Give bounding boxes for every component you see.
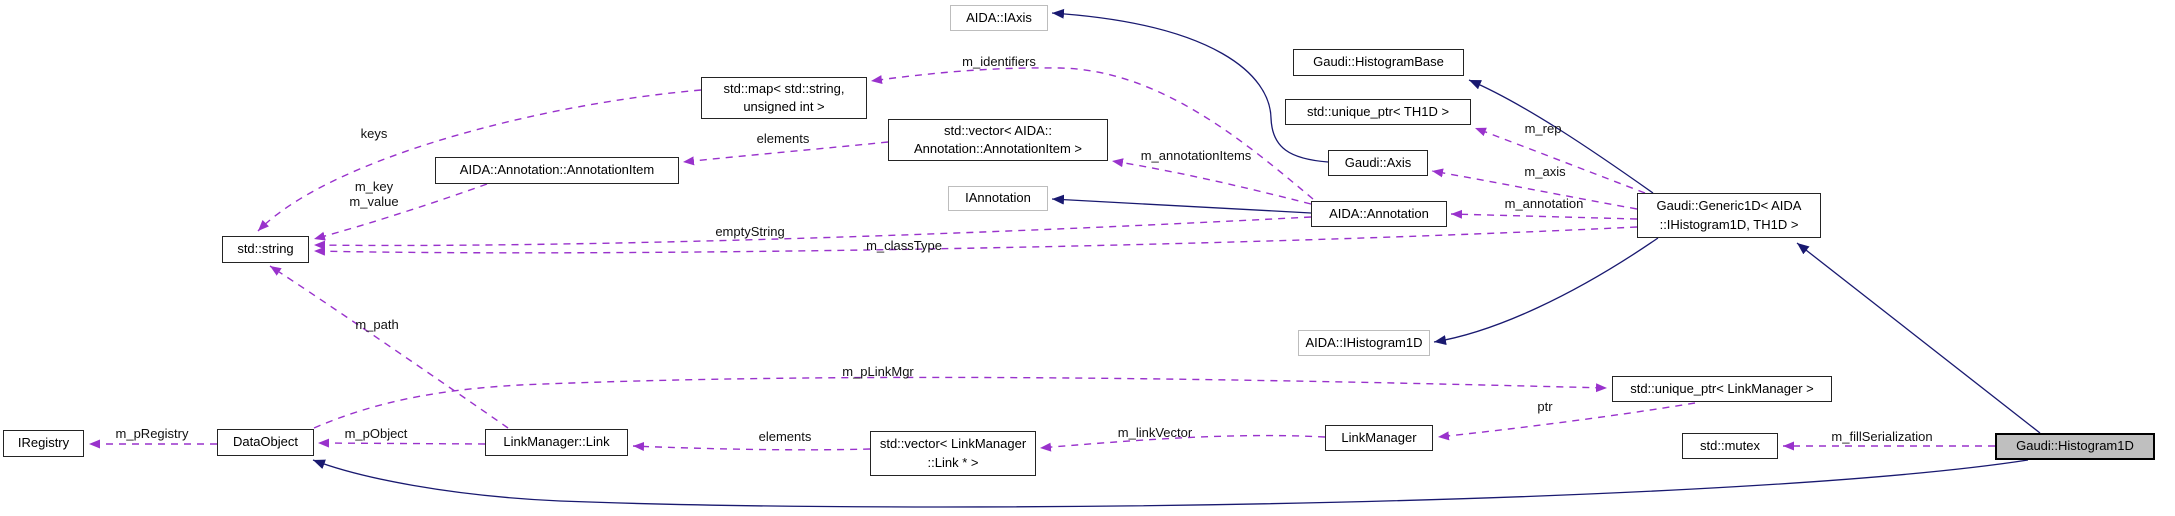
- class-node-aida-ihistogram1d: AIDA::IHistogram1D: [1298, 330, 1430, 356]
- class-node-aida-annotation[interactable]: AIDA::Annotation: [1311, 201, 1447, 227]
- class-node-iregistry[interactable]: IRegistry: [3, 430, 84, 457]
- edge-inheritance-gaudiaxis-to-iaxis: [1051, 8, 1329, 163]
- edge-label-ptr: ptr: [1537, 399, 1553, 414]
- edge-usage-m-pobject: [317, 438, 486, 448]
- class-node-dataobject[interactable]: DataObject: [217, 429, 314, 456]
- edge-usage-m-annotationitems: [1111, 158, 1312, 205]
- edge-usage-m-classtype: [313, 226, 1638, 256]
- edge-label-m-key-m-value: m_key m_value: [349, 179, 399, 209]
- edge-label-m-classtype: m_classType: [866, 238, 942, 253]
- class-node-gaudi-histogram1d-main: Gaudi::Histogram1D: [1995, 433, 2155, 460]
- edge-inheritance-histogram1d-to-dataobject: [312, 459, 2029, 508]
- class-node-std-unique-ptr-th1d[interactable]: std::unique_ptr< TH1D >: [1285, 99, 1471, 125]
- edge-label-m-pobject: m_pObject: [344, 426, 408, 441]
- edge-inheritance-generic1d-to-histogrambase: [1468, 79, 1654, 194]
- edge-label-m-axis: m_axis: [1524, 164, 1566, 179]
- class-node-std-mutex[interactable]: std::mutex: [1682, 433, 1778, 459]
- edge-label-m-linkvector: m_linkVector: [1117, 425, 1193, 440]
- edge-label-emptystring: emptyString: [715, 224, 785, 239]
- class-node-annotation-item[interactable]: AIDA::Annotation::AnnotationItem: [435, 157, 679, 184]
- edge-usage-m-plinkmgr: [313, 376, 1608, 429]
- edge-usage-keys: [257, 89, 702, 232]
- edge-inheritance-histogram1d-to-generic1d: [1796, 242, 2041, 434]
- class-node-std-vector-annotation-item[interactable]: std::vector< AIDA:: Annotation::Annotati…: [888, 119, 1108, 161]
- edge-label-m-pregistry: m_pRegistry: [115, 426, 189, 441]
- edge-label-m-identifiers: m_identifiers: [962, 54, 1036, 69]
- class-node-std-string[interactable]: std::string: [222, 236, 309, 263]
- edge-usage-m-identifiers: [870, 67, 1314, 200]
- edge-usage-elements-link: [632, 441, 871, 451]
- class-node-std-unique-ptr-linkmanager[interactable]: std::unique_ptr< LinkManager >: [1612, 376, 1832, 402]
- class-node-gaudi-histogram-base[interactable]: Gaudi::HistogramBase: [1293, 49, 1464, 76]
- class-node-linkmanager-link[interactable]: LinkManager::Link: [485, 429, 628, 456]
- edge-usage-m-rep: [1474, 127, 1646, 194]
- edge-label-m-fillserialization: m_fillSerialization: [1831, 429, 1933, 444]
- class-node-std-vector-link[interactable]: std::vector< LinkManager ::Link * >: [870, 431, 1036, 476]
- edge-label-elements-top: elements: [756, 131, 810, 146]
- class-node-aida-iaxis: AIDA::IAxis: [950, 5, 1048, 31]
- edge-usage-m-linkvector: [1039, 434, 1326, 452]
- edge-label-m-path: m_path: [355, 317, 399, 332]
- edge-usage-emptystring: [313, 216, 1312, 250]
- edge-label-m-annotationitems: m_annotationItems: [1140, 148, 1252, 163]
- edge-label-m-rep: m_rep: [1524, 121, 1562, 136]
- class-node-gaudi-axis[interactable]: Gaudi::Axis: [1328, 150, 1428, 176]
- edge-inheritance-annotation-to-iannotation: [1051, 194, 1312, 214]
- edge-usage-m-annotation: [1450, 209, 1638, 220]
- edge-inheritance-generic1d-to-ihistogram1d: [1433, 237, 1659, 345]
- edge-usage-ptr: [1437, 402, 1696, 441]
- edge-label-elements-bottom: elements: [758, 429, 812, 444]
- class-node-iannotation: IAnnotation: [948, 186, 1048, 211]
- edge-label-m-plinkmgr: m_pLinkMgr: [842, 364, 914, 379]
- edge-label-keys: keys: [360, 126, 388, 141]
- class-node-std-map[interactable]: std::map< std::string, unsigned int >: [701, 77, 867, 119]
- class-node-linkmanager[interactable]: LinkManager: [1325, 425, 1433, 451]
- edge-usage-m-path: [269, 265, 509, 429]
- edge-usage-m-key-m-value: [313, 183, 488, 241]
- edge-label-m-annotation: m_annotation: [1504, 196, 1584, 211]
- class-node-gaudi-generic1d[interactable]: Gaudi::Generic1D< AIDA ::IHistogram1D, T…: [1637, 193, 1821, 238]
- edge-usage-m-axis: [1431, 168, 1638, 210]
